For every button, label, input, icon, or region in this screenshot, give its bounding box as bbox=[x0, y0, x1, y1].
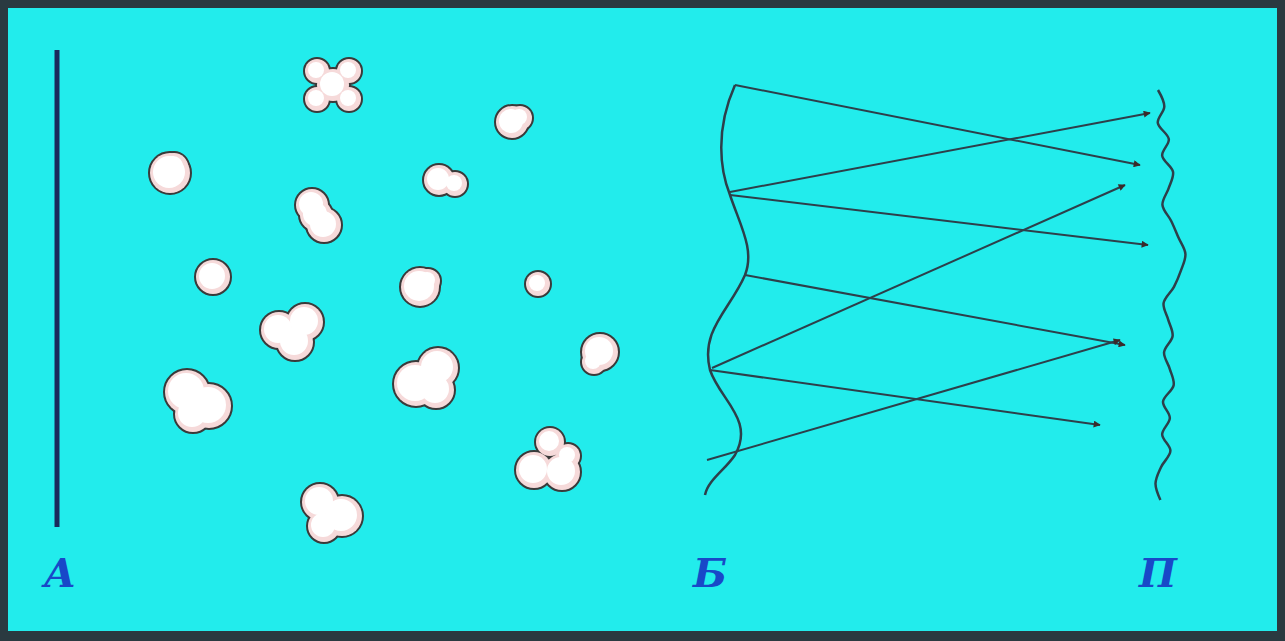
particle bbox=[165, 370, 231, 432]
particle bbox=[516, 428, 580, 490]
background bbox=[8, 8, 1277, 631]
part-label: П bbox=[1118, 553, 1198, 593]
plane-line bbox=[55, 50, 60, 527]
particle bbox=[261, 304, 323, 360]
part-label: А bbox=[20, 553, 100, 593]
label-holder: Б bbox=[670, 553, 750, 593]
particle bbox=[496, 106, 532, 138]
particle bbox=[401, 268, 440, 306]
wave-front bbox=[705, 85, 748, 495]
part-label: Б bbox=[670, 553, 750, 593]
particle bbox=[150, 153, 190, 193]
particle bbox=[305, 59, 361, 111]
particle bbox=[424, 165, 467, 196]
particle bbox=[196, 260, 230, 294]
rays bbox=[707, 85, 1150, 460]
label-holder: А bbox=[20, 553, 100, 593]
particle bbox=[526, 272, 550, 296]
particle bbox=[296, 189, 341, 242]
particle bbox=[394, 348, 458, 408]
particles bbox=[150, 59, 618, 542]
particle bbox=[582, 334, 618, 374]
rough-surface bbox=[1156, 90, 1186, 500]
particle bbox=[302, 484, 362, 542]
label-holder: П bbox=[1118, 553, 1198, 593]
